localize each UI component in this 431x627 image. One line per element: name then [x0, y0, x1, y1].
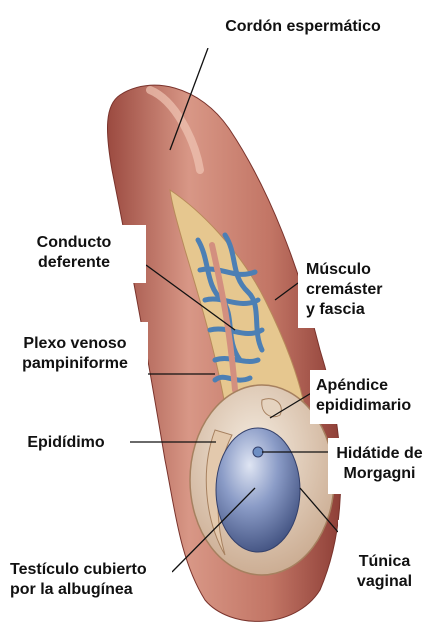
testis	[215, 427, 301, 553]
leader-musculo	[274, 282, 299, 301]
hydatid-morgagni	[252, 446, 264, 458]
label-hidatide-morgagni: Hidátide de Morgagni	[328, 438, 431, 494]
appendix-epididymis	[261, 398, 282, 418]
label-tunica-vaginal: Túnica vaginal	[338, 520, 431, 620]
label-epididimo: Epidídimo	[2, 424, 130, 462]
label-plexo-venoso: Plexo venoso pampiniforme	[2, 322, 148, 398]
leader-cordon	[169, 47, 209, 151]
label-conducto-deferente: Conducto deferente	[2, 225, 146, 283]
label-cordon-espermatico: Cordón espermático	[203, 8, 403, 48]
leader-apendice	[269, 391, 314, 419]
vas-deferens	[209, 242, 238, 393]
label-apendice-epididimario: Apéndice epididimario	[310, 370, 431, 424]
leader-tunica	[299, 487, 339, 533]
label-testiculo: Testículo cubierto por la albugínea	[2, 548, 172, 614]
cord-ridge	[146, 86, 204, 174]
leader-testiculo	[171, 487, 256, 573]
label-musculo-cremaster: Músculo cremáster y fascia	[298, 250, 426, 328]
leader-conducto	[145, 264, 236, 331]
